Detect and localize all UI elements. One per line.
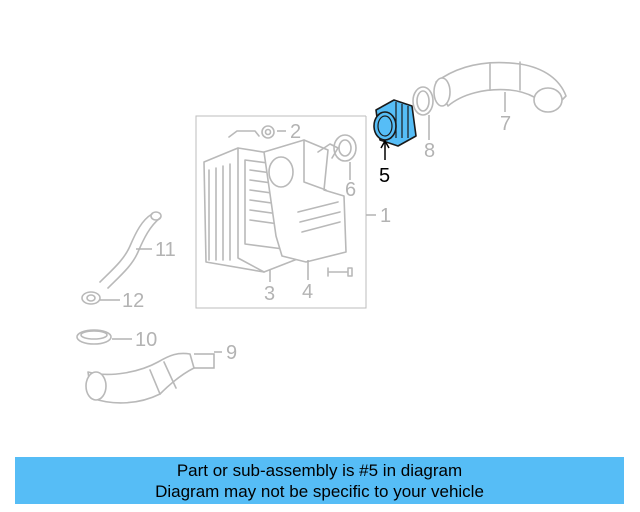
banner-line-2: Diagram may not be specific to your vehi… — [155, 481, 484, 501]
callout-labels: 1 2 3 4 5 6 7 8 9 10 11 12 — [122, 113, 511, 364]
air-cleaner-assembly-frame — [195, 115, 367, 309]
leader-lines — [100, 92, 506, 369]
bolt[interactable] — [327, 267, 353, 277]
callout-7: 7 — [500, 113, 511, 135]
part-11-hose[interactable] — [99, 211, 162, 289]
part-2-clip[interactable] — [228, 125, 275, 139]
callout-8: 8 — [424, 140, 435, 162]
callout-9: 9 — [226, 342, 237, 364]
part-8-clamp[interactable] — [412, 86, 434, 116]
part-9-lower-duct[interactable] — [85, 352, 195, 404]
callout-11: 11 — [155, 239, 176, 261]
callout-2: 2 — [290, 121, 301, 143]
callout-10: 10 — [135, 329, 157, 351]
part-4-housing-upper[interactable] — [263, 139, 347, 263]
callout-4: 4 — [302, 281, 313, 303]
callout-3: 3 — [264, 283, 275, 305]
part-12-clamp[interactable] — [81, 291, 101, 305]
info-banner: Part or sub-assembly is #5 in diagram Di… — [15, 457, 624, 504]
callout-12: 12 — [122, 290, 144, 312]
callout-5: 5 — [379, 165, 390, 187]
part-10-cap[interactable] — [76, 329, 112, 345]
part-6-gasket[interactable] — [333, 134, 357, 162]
callout-1: 1 — [380, 205, 391, 227]
banner-line-1: Part or sub-assembly is #5 in diagram — [176, 460, 463, 480]
part-7-intake-hose[interactable] — [433, 61, 567, 113]
callout-6: 6 — [345, 179, 356, 201]
part-5-highlighted[interactable] — [373, 99, 417, 147]
